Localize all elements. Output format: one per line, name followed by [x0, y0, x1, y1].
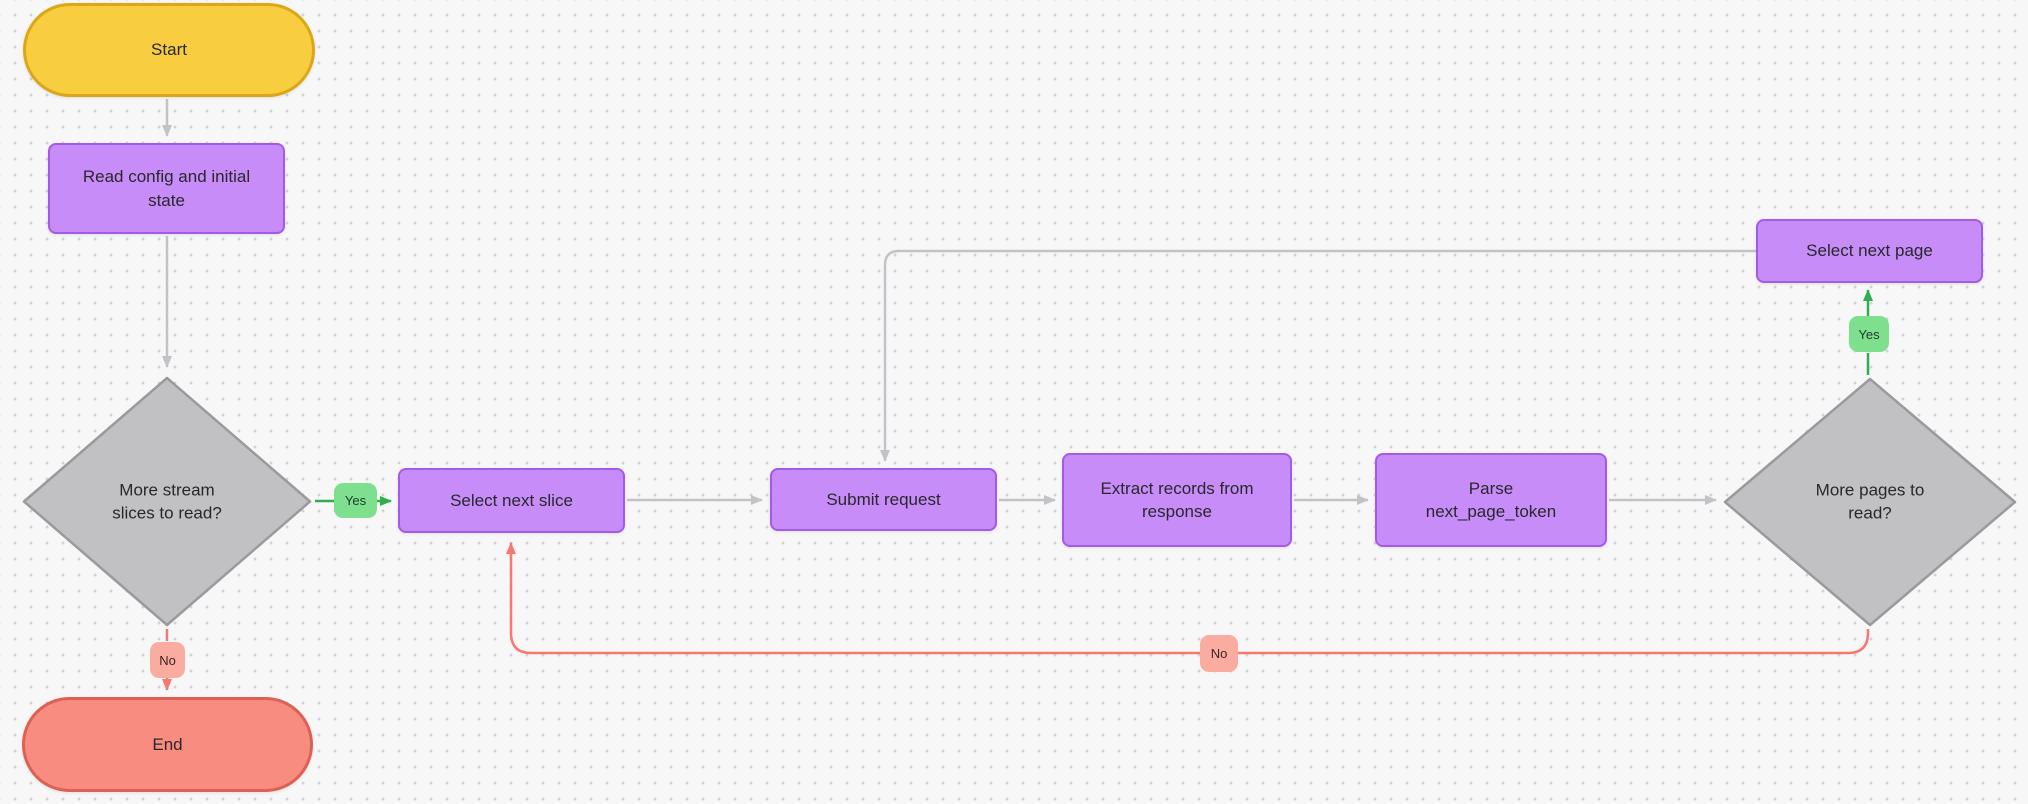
edge-label-slices-no-text: No — [159, 652, 176, 668]
node-end-label: End — [152, 734, 183, 754]
node-read-config-label: Read config and initial state — [82, 167, 251, 210]
node-select-next-slice-label: Select next slice — [450, 490, 573, 510]
decision-more-stream-slices: More stream slices to read? — [22, 376, 312, 627]
node-start: Start — [23, 3, 315, 97]
edge-label-pages-yes: Yes — [1849, 316, 1889, 352]
node-parse-next-page-token-label: Parse next_page_token — [1425, 478, 1557, 521]
node-select-next-page: Select next page — [1756, 219, 1983, 283]
node-parse-next-page-token: Parse next_page_token — [1375, 453, 1607, 547]
edge-label-slices-yes-text: Yes — [344, 493, 367, 508]
node-end: End — [22, 697, 313, 792]
decision-more-stream-slices-label: More stream slices to read? — [112, 480, 222, 523]
node-submit-request-label: Submit request — [826, 489, 941, 509]
decision-more-pages-label: More pages to read? — [1815, 480, 1925, 523]
node-select-next-slice: Select next slice — [398, 468, 625, 533]
edge-label-pages-yes-text: Yes — [1858, 326, 1880, 342]
node-extract-records: Extract records from response — [1062, 453, 1292, 547]
node-submit-request: Submit request — [770, 468, 997, 531]
decision-more-pages: More pages to read? — [1723, 377, 2017, 627]
diamond-shape — [1723, 377, 2017, 627]
node-read-config: Read config and initial state — [48, 143, 285, 234]
edge-label-pages-no-text: No — [1210, 646, 1228, 661]
edge-label-slices-yes: Yes — [334, 483, 377, 518]
edge-label-slices-no: No — [150, 642, 185, 678]
node-select-next-page-label: Select next page — [1806, 241, 1933, 261]
node-extract-records-label: Extract records from response — [1100, 478, 1254, 521]
node-start-label: Start — [151, 40, 187, 60]
edge-label-pages-no: No — [1200, 635, 1238, 672]
diamond-shape — [22, 376, 312, 627]
